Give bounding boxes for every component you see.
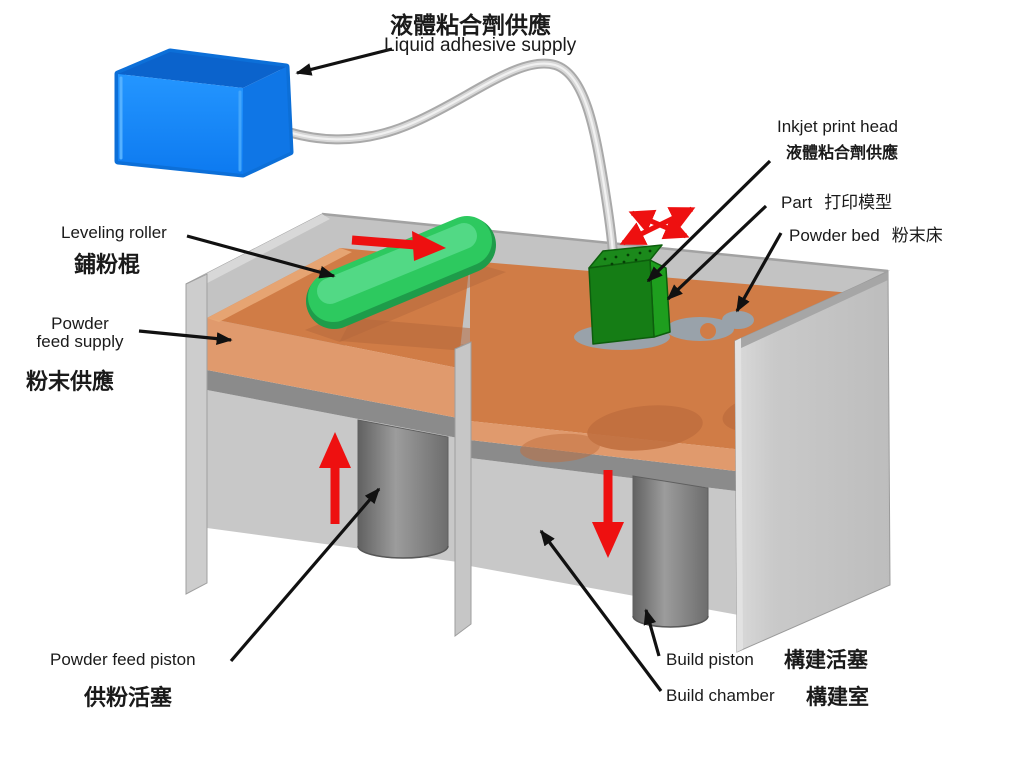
leader-feed-supply: [138, 329, 233, 345]
leader-build-chamber: [539, 529, 663, 692]
label-powder-feed-supply-en-line2: feed supply: [36, 332, 124, 351]
right-wall: [734, 271, 891, 653]
label-build-chamber-zh: 構建室: [806, 686, 869, 709]
label-powder-feed-piston-en: Powder feed piston: [50, 650, 196, 669]
title-zh: 液體粘合劑供應: [390, 12, 551, 38]
print-head-xy-arrows: [619, 206, 696, 246]
supply-tube: [258, 58, 618, 259]
feed-piston-up-arrow: [319, 432, 351, 524]
label-powder-feed-supply-zh: 粉末供應: [26, 369, 115, 394]
machine-body: [185, 212, 890, 637]
label-part-en: Part: [781, 193, 813, 212]
powder-feed-piston: [357, 419, 449, 559]
label-leveling-roller-zh: 鋪粉棍: [74, 252, 141, 277]
label-powder-bed-en: Powder bed: [789, 226, 880, 245]
title-en: Liquid adhesive supply: [384, 35, 577, 56]
divider-wall: [454, 341, 472, 637]
powder-feed-plate: [207, 370, 458, 438]
powder-feed-top-shade: [340, 318, 492, 352]
deck-back-rim-edge: [321, 212, 889, 273]
leader-liquid-adhesive: [295, 47, 393, 76]
leader-build-piston: [643, 608, 661, 657]
roller-direction-arrow: [351, 231, 446, 261]
leader-feed-piston: [229, 487, 381, 663]
powder-feed-front-face: [207, 318, 458, 418]
powder-feed-ridge-highlight: [207, 248, 352, 322]
motion-arrows: [319, 206, 696, 558]
build-chamber: [470, 261, 852, 628]
label-build-chamber-en: Build chamber: [666, 686, 775, 705]
label-powder-feed-supply-en: Powder feed supply: [24, 315, 136, 351]
label-part: Part 打印模型: [781, 188, 892, 213]
deck-left-rim-bevel: [186, 214, 330, 290]
label-part-zh: 打印模型: [824, 193, 893, 212]
label-build-piston-zh: 構建活塞: [784, 649, 868, 672]
build-piston: [632, 475, 709, 628]
powder-bed-top: [470, 261, 852, 450]
label-inkjet-print-head-en: Inkjet print head: [777, 117, 898, 136]
leader-arrows: [138, 47, 783, 692]
label-powder-feed-supply-en-line1: Powder: [51, 314, 109, 333]
label-build-piston-en: Build piston: [666, 650, 754, 669]
leader-leveling-roller: [186, 234, 336, 279]
leader-inkjet-head: [646, 159, 772, 283]
print-head-nozzle-dots: [603, 249, 652, 266]
build-piston-down-arrow: [592, 470, 624, 558]
label-leveling-roller-en: Leveling roller: [61, 223, 167, 242]
leveling-roller: [305, 216, 506, 342]
label-inkjet-print-head-zh: 液體粘合劑供應: [786, 145, 899, 162]
label-powder-bed: Powder bed 粉末床: [789, 221, 943, 246]
leader-part: [666, 204, 768, 301]
left-wall: [185, 273, 208, 595]
label-powder-feed-piston-zh: 供粉活塞: [84, 685, 173, 710]
liquid-adhesive-supply-box: [114, 48, 294, 178]
label-powder-bed-zh: 粉末床: [891, 226, 943, 245]
leader-powder-bed: [735, 232, 783, 313]
